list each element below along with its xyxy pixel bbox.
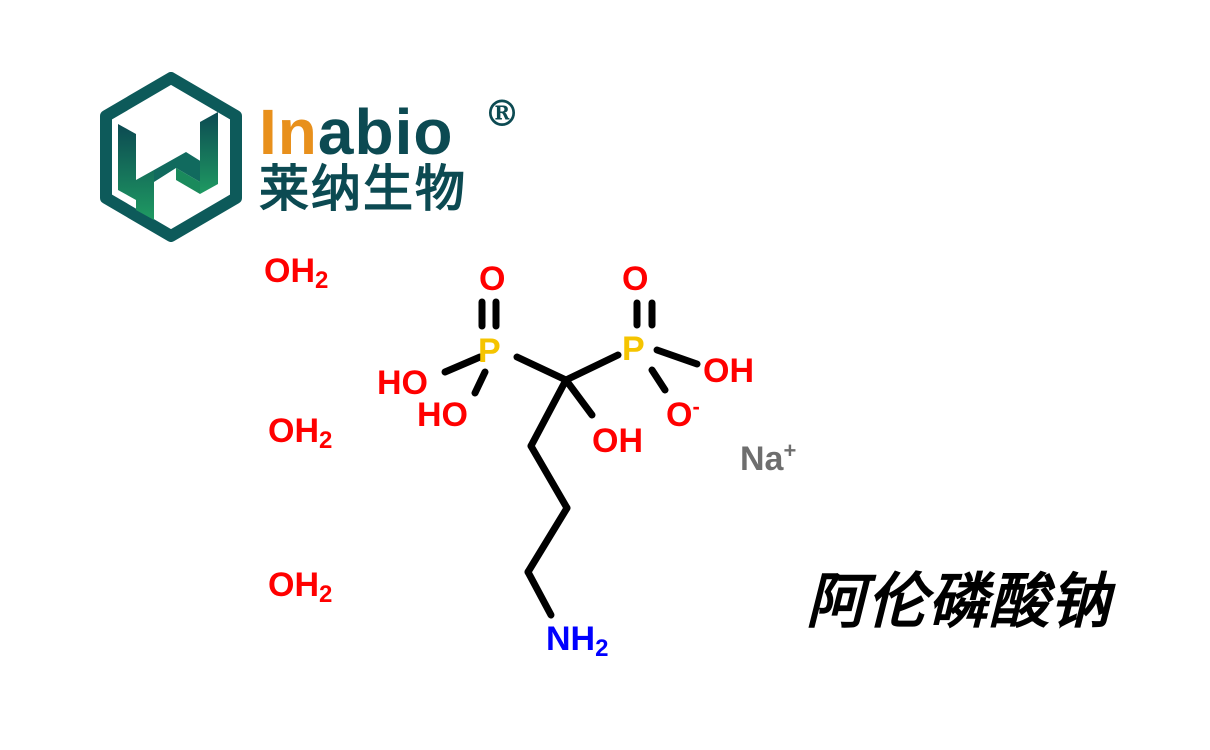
water-subscript: 2 xyxy=(315,267,329,294)
amine-group: NH2 xyxy=(546,620,608,661)
amine-subscript: 2 xyxy=(595,635,609,662)
brand-name-en: Inabio xyxy=(259,100,453,164)
hydroxyl-right: OH xyxy=(703,352,754,390)
oxide-oxygen-right: O- xyxy=(666,396,700,434)
hydroxyl-left-upper: HO xyxy=(377,364,428,402)
brand-name-en-part2: abio xyxy=(317,96,454,168)
brand-name-cn: 莱纳生物 xyxy=(259,161,467,217)
oxide-symbol: O xyxy=(666,396,693,434)
oxide-charge: - xyxy=(692,394,700,419)
water-subscript: 2 xyxy=(319,427,333,454)
hexagon-w-logo-icon xyxy=(100,72,242,242)
water-molecule-3: OH2 xyxy=(268,566,332,607)
registered-mark: ® xyxy=(484,93,520,135)
brand-logo: Inabio ® 莱纳生物 xyxy=(96,72,526,242)
oxo-oxygen-left: O xyxy=(479,260,506,298)
phosphorus-left: P xyxy=(478,332,501,370)
brand-name-en-part1: In xyxy=(259,96,318,168)
sodium-charge: + xyxy=(783,438,797,463)
hydroxyl-left-lower: HO xyxy=(417,396,468,434)
sodium-counterion: Na+ xyxy=(740,440,796,478)
water-subscript: 2 xyxy=(319,581,333,608)
oxo-oxygen-right: O xyxy=(622,260,649,298)
compound-name: 阿伦磷酸钠 xyxy=(806,568,1111,635)
phosphorus-right: P xyxy=(622,330,645,368)
water-symbol: OH xyxy=(268,412,319,450)
sodium-symbol: Na xyxy=(740,440,784,478)
water-molecule-2: OH2 xyxy=(268,412,332,453)
hydroxyl-center: OH xyxy=(592,422,643,460)
water-symbol: OH xyxy=(268,566,319,604)
amine-symbol: NH xyxy=(546,620,596,658)
water-symbol: OH xyxy=(264,252,315,290)
water-molecule-1: OH2 xyxy=(264,252,328,293)
